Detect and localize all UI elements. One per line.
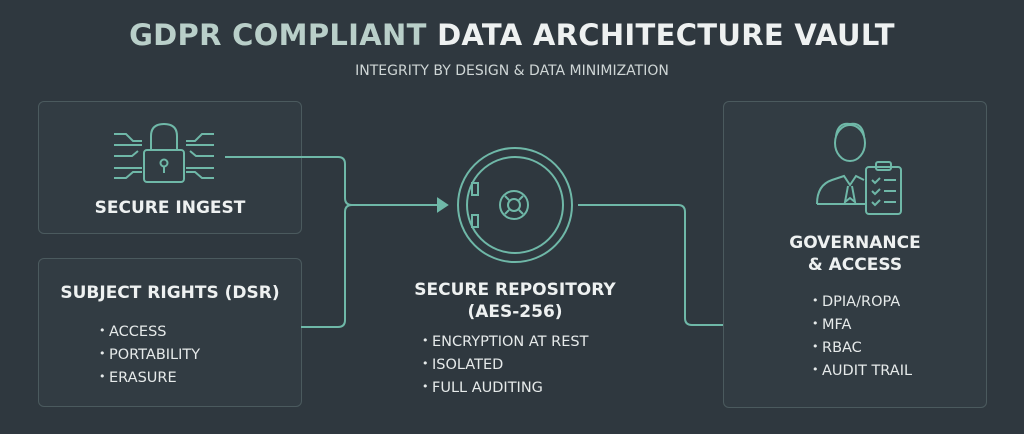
- padlock-circuit-icon: [114, 122, 214, 183]
- officer-clipboard-icon: [816, 122, 902, 215]
- list-item: ACCESS: [99, 320, 200, 343]
- connector-lines: [225, 156, 723, 328]
- list-item: PORTABILITY: [99, 343, 200, 366]
- repository-label: SECURE REPOSITORY (AES-256): [385, 279, 645, 323]
- list-item: FULL AUDITING: [422, 376, 588, 399]
- list-item: ERASURE: [99, 366, 200, 389]
- governance-box: GOVERNANCE & ACCESS DPIA/ROPA MFA RBAC A…: [723, 101, 987, 408]
- title-part-2: DATA ARCHITECTURE VAULT: [437, 18, 895, 52]
- page-title: GDPR COMPLIANT DATA ARCHITECTURE VAULT: [0, 18, 1024, 52]
- list-item: AUDIT TRAIL: [812, 359, 912, 382]
- subject-rights-box: SUBJECT RIGHTS (DSR) ACCESS PORTABILITY …: [38, 258, 302, 407]
- page-subtitle: INTEGRITY BY DESIGN & DATA MINIMIZATION: [355, 63, 669, 79]
- list-item: RBAC: [812, 336, 912, 359]
- list-item: MFA: [812, 313, 912, 336]
- secure-ingest-box: SECURE INGEST: [38, 101, 302, 234]
- vault-icon: [457, 147, 573, 263]
- subject-rights-list: ACCESS PORTABILITY ERASURE: [99, 320, 200, 389]
- list-item: ISOLATED: [422, 353, 588, 376]
- list-item: DPIA/ROPA: [812, 290, 912, 313]
- repository-list: ENCRYPTION AT REST ISOLATED FULL AUDITIN…: [422, 330, 588, 399]
- governance-label-line1: GOVERNANCE: [789, 233, 921, 253]
- title-part-1: GDPR COMPLIANT: [129, 18, 427, 52]
- subject-rights-label: SUBJECT RIGHTS (DSR): [60, 283, 280, 303]
- repository-label-line1: SECURE REPOSITORY: [414, 280, 616, 300]
- governance-list: DPIA/ROPA MFA RBAC AUDIT TRAIL: [812, 290, 912, 382]
- list-item: ENCRYPTION AT REST: [422, 330, 588, 353]
- governance-label-line2: & ACCESS: [807, 255, 903, 275]
- secure-ingest-label: SECURE INGEST: [94, 198, 246, 218]
- repository-label-line2: (AES-256): [467, 302, 563, 322]
- governance-label: GOVERNANCE & ACCESS: [724, 232, 986, 276]
